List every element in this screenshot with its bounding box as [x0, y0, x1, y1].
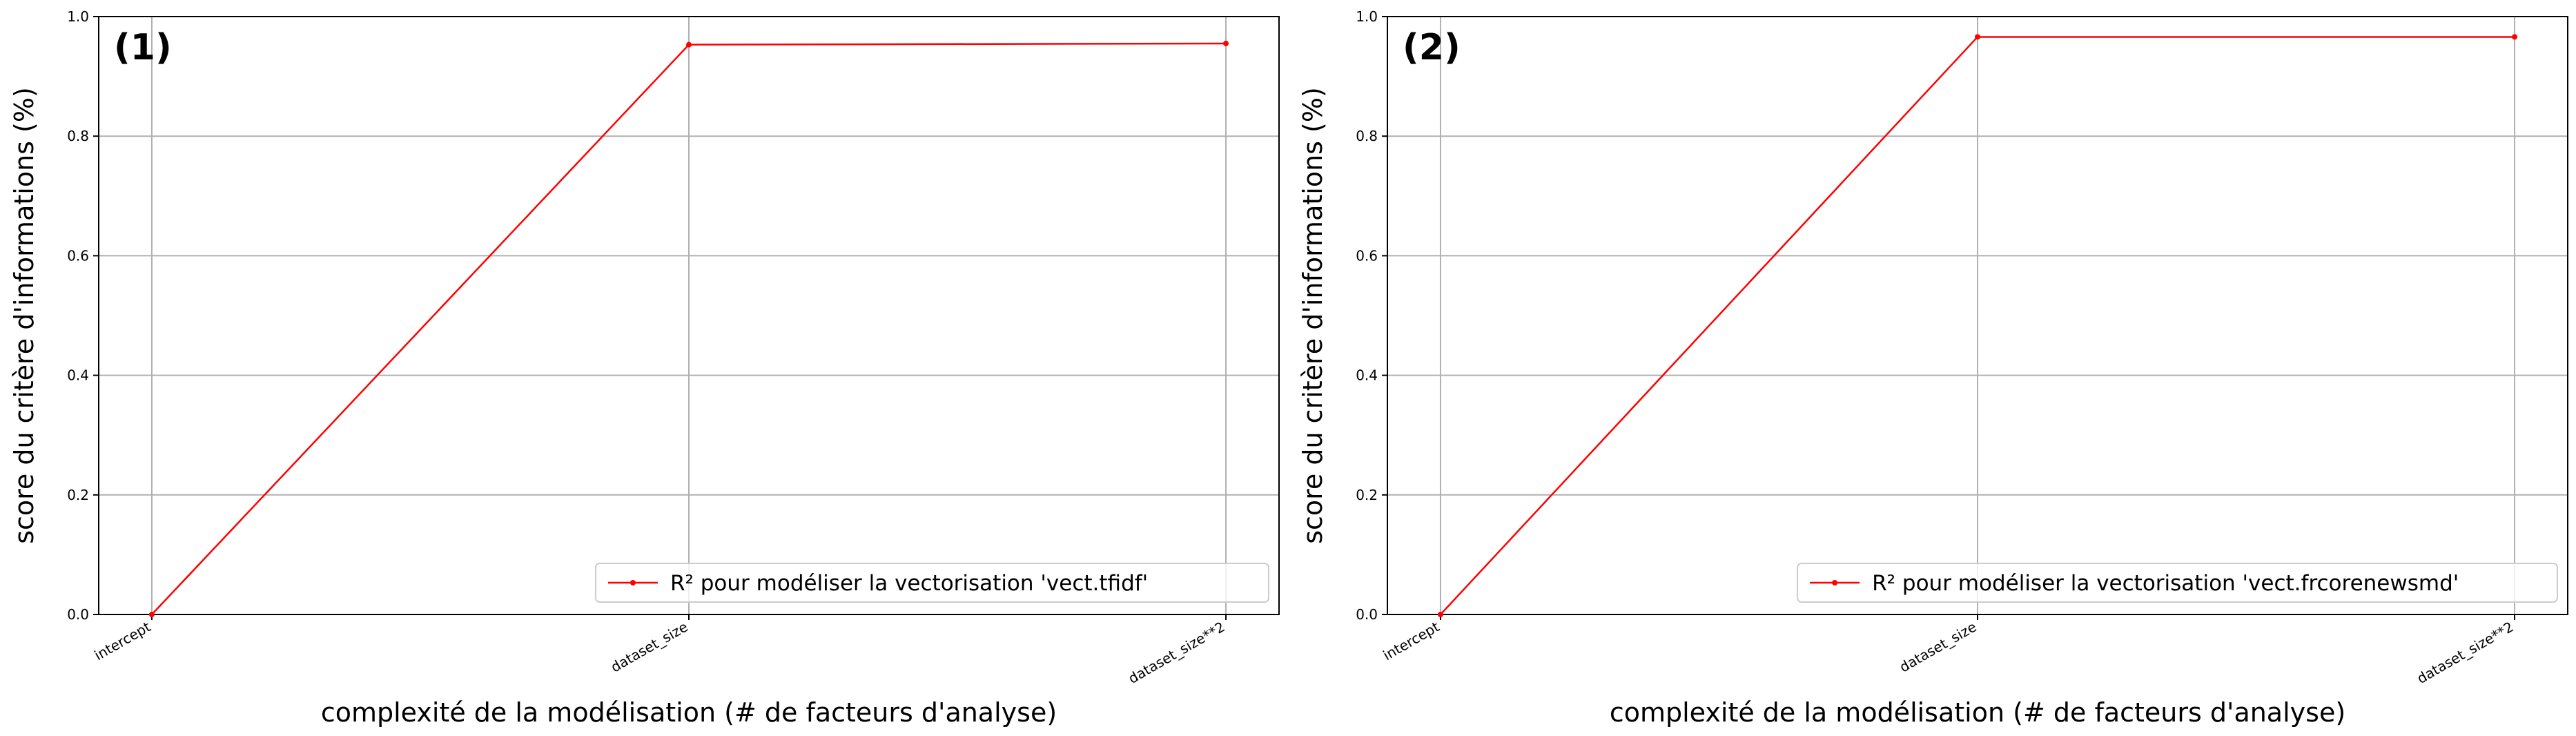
y-tick-label: 0.8 [67, 128, 89, 144]
legend-marker [1832, 580, 1838, 585]
y-axis-label: score du critère d'informations (%) [9, 87, 39, 544]
panel-label: (2) [1403, 27, 1461, 68]
chart-panel-1: 0.0 0.2 0.4 0.6 0.8 1.0 intercept dataset_size d… [9, 8, 1280, 728]
data-point [148, 612, 155, 617]
data-point [1437, 612, 1443, 617]
x-axis-label: complexité de la modélisation (# de fact… [321, 697, 1057, 728]
y-tick-label: 0.6 [67, 247, 89, 264]
y-tick-label: 0.2 [1356, 487, 1378, 503]
legend-entry-label: R² pour modéliser la vectorisation 'vect… [1872, 571, 2459, 596]
y-tick-label: 1.0 [1356, 8, 1378, 25]
x-tick-label: dataset_size**2 [1125, 619, 1227, 687]
y-tick-label: 0.6 [1356, 247, 1378, 264]
legend: R² pour modéliser la vectorisation 'vect… [594, 563, 1269, 603]
legend-entry-label: R² pour modéliser la vectorisation 'vect… [670, 571, 1148, 596]
legend-box [1797, 563, 2559, 603]
data-point [686, 41, 692, 48]
x-tick-label: dataset_size [1897, 619, 1980, 676]
x-tick-label: dataset_size [608, 619, 691, 676]
y-tick-label: 0.4 [1356, 367, 1378, 384]
data-point [2512, 34, 2518, 40]
y-tick-label: 0.0 [67, 606, 89, 623]
y-tick-label: 0.2 [67, 487, 89, 503]
panel-label: (1) [114, 27, 172, 68]
chart-panel-2: 0.0 0.2 0.4 0.6 0.8 1.0 intercept dataset_size d… [1298, 8, 2568, 728]
legend: R² pour modéliser la vectorisation 'vect… [1797, 563, 2559, 603]
data-point [1223, 40, 1229, 46]
x-tick-label: intercept [1380, 618, 1443, 664]
legend-marker [630, 580, 636, 585]
legend-box [594, 563, 1269, 603]
y-tick-label: 0.4 [67, 367, 89, 384]
x-tick-label: intercept [92, 618, 154, 664]
x-axis-label: complexité de la modélisation (# de fact… [1610, 697, 2345, 728]
y-tick-label: 1.0 [67, 8, 89, 25]
y-tick-label: 0.0 [1356, 606, 1378, 623]
x-tick-label: dataset_size**2 [2414, 619, 2516, 687]
y-tick-label: 0.8 [1356, 128, 1378, 144]
y-axis-label: score du critère d'informations (%) [1298, 87, 1328, 544]
data-point [1975, 34, 1980, 40]
